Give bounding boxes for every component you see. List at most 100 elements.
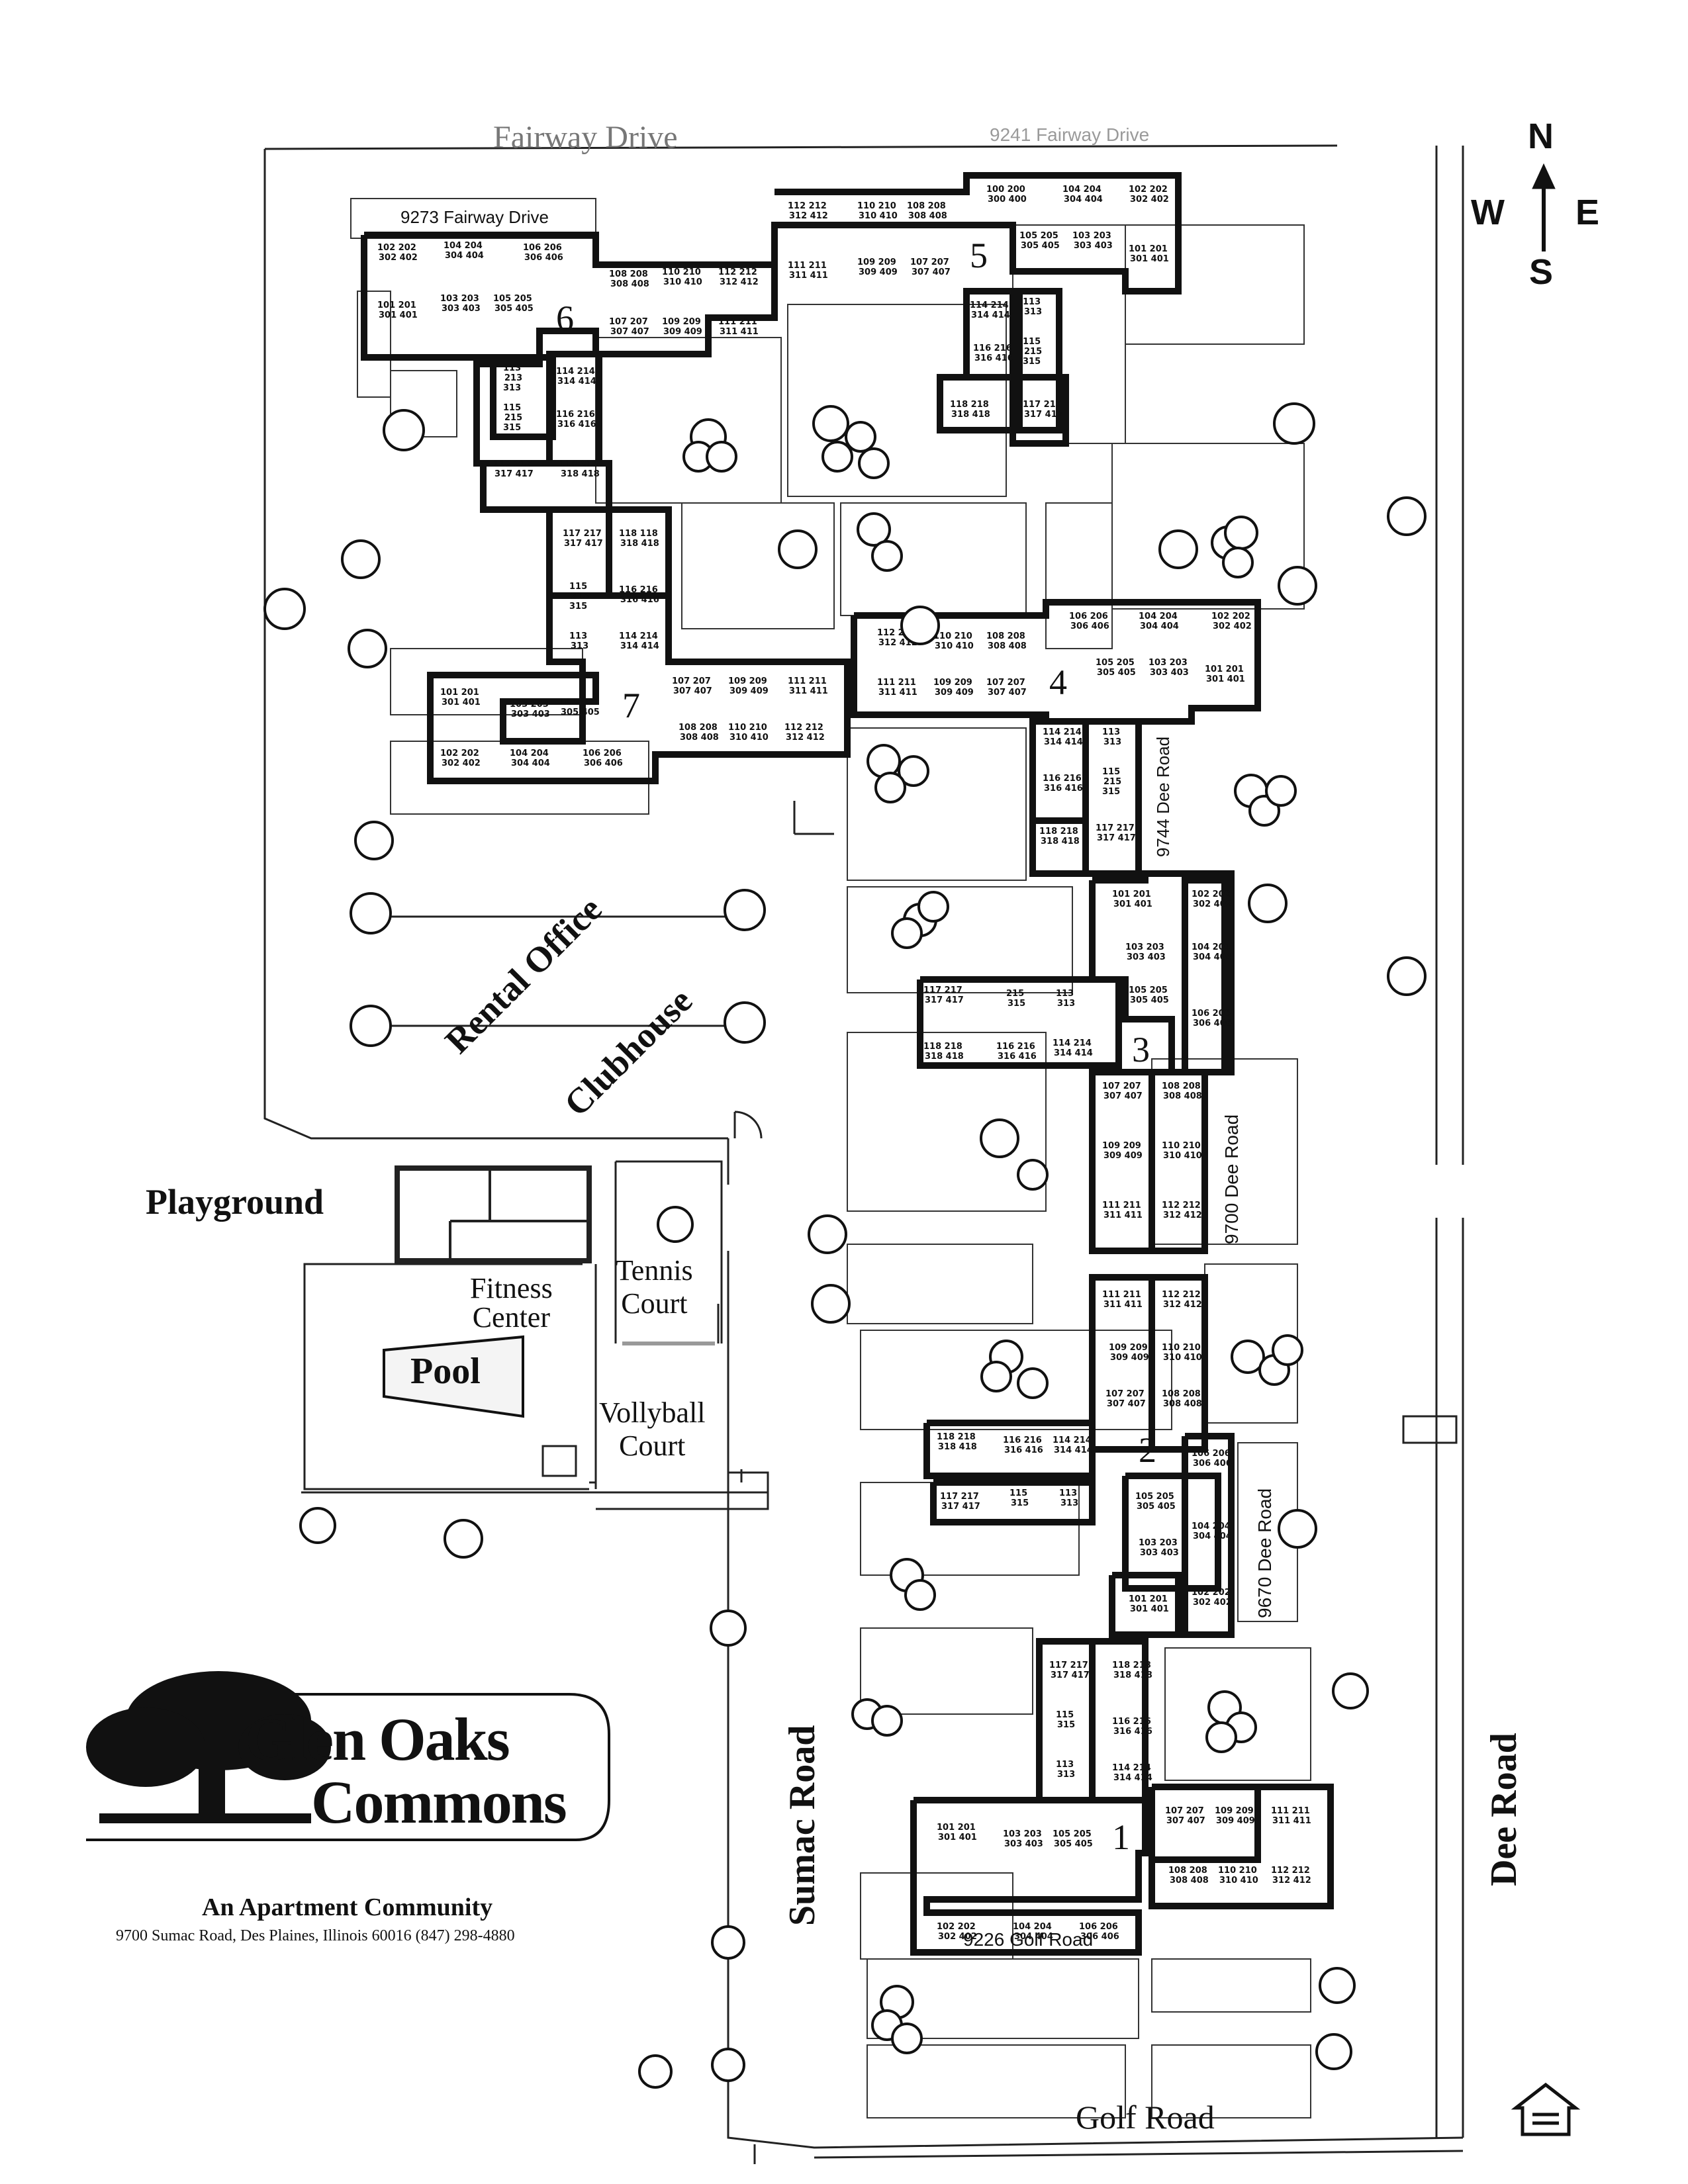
svg-text:102 202: 102 202 bbox=[1192, 889, 1231, 899]
svg-text:109 209: 109 209 bbox=[933, 678, 972, 688]
svg-text:311 411: 311 411 bbox=[1103, 1300, 1143, 1310]
building-number-7: 7 bbox=[622, 686, 640, 725]
svg-text:305 405: 305 405 bbox=[1130, 995, 1169, 1005]
svg-text:316 416: 316 416 bbox=[557, 420, 596, 430]
svg-text:309 409: 309 409 bbox=[1216, 1816, 1255, 1826]
svg-text:111 211: 111 211 bbox=[718, 317, 757, 327]
svg-text:101 201: 101 201 bbox=[1112, 889, 1151, 899]
svg-text:305 405: 305 405 bbox=[1137, 1502, 1176, 1512]
svg-text:306 406: 306 406 bbox=[524, 253, 563, 263]
svg-text:315: 315 bbox=[569, 602, 587, 612]
svg-text:107 207: 107 207 bbox=[986, 678, 1025, 688]
svg-text:304 404: 304 404 bbox=[1064, 195, 1103, 205]
svg-text:304 404: 304 404 bbox=[1140, 621, 1179, 631]
svg-text:305 405: 305 405 bbox=[494, 304, 534, 314]
svg-text:104 204: 104 204 bbox=[510, 749, 549, 758]
svg-text:316 416: 316 416 bbox=[620, 595, 659, 605]
svg-text:302 402: 302 402 bbox=[1193, 899, 1232, 909]
svg-text:308 408: 308 408 bbox=[610, 279, 649, 289]
svg-text:118 218: 118 218 bbox=[937, 1432, 976, 1442]
svg-text:116 216: 116 216 bbox=[1112, 1717, 1151, 1727]
svg-text:314 414: 314 414 bbox=[1044, 737, 1083, 747]
svg-text:310 410: 310 410 bbox=[1219, 1876, 1258, 1886]
svg-text:303 403: 303 403 bbox=[511, 709, 550, 719]
svg-text:302 402: 302 402 bbox=[1130, 195, 1169, 205]
building-number-6: 6 bbox=[556, 298, 574, 338]
svg-text:113: 113 bbox=[1023, 297, 1041, 307]
street-fairway-drive: Fairway Drive bbox=[493, 120, 678, 155]
svg-text:312 412: 312 412 bbox=[720, 277, 759, 287]
svg-text:315: 315 bbox=[1057, 1720, 1075, 1730]
svg-text:103 203: 103 203 bbox=[1003, 1829, 1042, 1839]
svg-text:304 404: 304 404 bbox=[445, 251, 484, 261]
compass-e: E bbox=[1575, 193, 1600, 232]
svg-text:109 209: 109 209 bbox=[1215, 1806, 1254, 1816]
svg-text:302 402: 302 402 bbox=[379, 253, 418, 263]
svg-text:106 206: 106 206 bbox=[1192, 1449, 1231, 1459]
svg-text:112 212: 112 212 bbox=[1271, 1866, 1310, 1876]
svg-text:315: 315 bbox=[1023, 357, 1041, 367]
svg-text:111 211: 111 211 bbox=[1271, 1806, 1310, 1816]
svg-text:108 208: 108 208 bbox=[679, 723, 718, 733]
svg-text:304 404: 304 404 bbox=[511, 758, 550, 768]
svg-text:102 202: 102 202 bbox=[440, 749, 479, 758]
svg-text:103 203: 103 203 bbox=[440, 294, 479, 304]
svg-text:108 208: 108 208 bbox=[609, 269, 648, 279]
street-sumac-road: Sumac Road bbox=[782, 1725, 823, 1926]
svg-text:312 412: 312 412 bbox=[1163, 1300, 1202, 1310]
svg-text:114 214: 114 214 bbox=[556, 367, 595, 377]
svg-text:300 400: 300 400 bbox=[988, 195, 1027, 205]
svg-text:310 410: 310 410 bbox=[1163, 1353, 1202, 1363]
pool-shape bbox=[383, 1335, 524, 1418]
svg-text:301 401: 301 401 bbox=[442, 698, 481, 707]
label-tennis-line1: Tennis bbox=[616, 1254, 693, 1287]
svg-text:105 205: 105 205 bbox=[559, 698, 598, 707]
site-boundary bbox=[263, 144, 1464, 2164]
building-number-5: 5 bbox=[970, 236, 988, 275]
svg-text:114 214: 114 214 bbox=[970, 300, 1009, 310]
svg-text:309 409: 309 409 bbox=[729, 686, 769, 696]
svg-text:103 203: 103 203 bbox=[1139, 1538, 1178, 1548]
svg-text:108 208: 108 208 bbox=[907, 201, 946, 211]
address-9226-golf: 9226 Golf Road bbox=[963, 1929, 1094, 1950]
logo-frame bbox=[86, 1693, 610, 1841]
svg-text:104 204: 104 204 bbox=[1192, 942, 1231, 952]
compass-s: S bbox=[1529, 252, 1554, 292]
svg-text:118 218: 118 218 bbox=[1039, 827, 1078, 837]
svg-text:318 418: 318 418 bbox=[561, 469, 600, 479]
svg-text:114 214: 114 214 bbox=[1053, 1038, 1092, 1048]
svg-text:314 414: 314 414 bbox=[1113, 1773, 1152, 1783]
svg-text:117 217: 117 217 bbox=[1023, 400, 1062, 410]
svg-text:306 406: 306 406 bbox=[584, 758, 623, 768]
svg-text:303 403: 303 403 bbox=[1150, 668, 1189, 678]
svg-text:311 411: 311 411 bbox=[789, 686, 828, 696]
svg-text:313: 313 bbox=[1057, 1770, 1075, 1780]
svg-text:316 416: 316 416 bbox=[1044, 784, 1083, 794]
logo-line2: Commons bbox=[311, 1768, 567, 1836]
building-number-2: 2 bbox=[1139, 1430, 1156, 1470]
svg-text:104 204: 104 204 bbox=[1192, 1522, 1231, 1531]
svg-text:303 403: 303 403 bbox=[442, 304, 481, 314]
svg-text:113: 113 bbox=[569, 631, 587, 641]
svg-text:117 217: 117 217 bbox=[563, 529, 602, 539]
svg-text:103 203: 103 203 bbox=[510, 700, 549, 709]
street-fairway-faded: 9241 Fairway Drive bbox=[990, 124, 1150, 145]
svg-text:310 410: 310 410 bbox=[935, 641, 974, 651]
svg-text:313: 313 bbox=[1024, 307, 1042, 317]
svg-text:110 210: 110 210 bbox=[1162, 1141, 1201, 1151]
svg-text:111 211: 111 211 bbox=[877, 678, 916, 688]
svg-text:304 404: 304 404 bbox=[1193, 1531, 1232, 1541]
svg-text:109 209: 109 209 bbox=[662, 317, 701, 327]
compass-n: N bbox=[1528, 116, 1554, 156]
svg-text:104 204: 104 204 bbox=[444, 241, 483, 251]
svg-text:101 201: 101 201 bbox=[1205, 664, 1244, 674]
svg-text:102 202: 102 202 bbox=[1211, 612, 1250, 621]
svg-text:104 204: 104 204 bbox=[1139, 612, 1178, 621]
svg-text:106 206: 106 206 bbox=[1192, 1009, 1231, 1019]
svg-text:118 218: 118 218 bbox=[950, 400, 989, 410]
svg-text:306 406: 306 406 bbox=[1193, 1459, 1232, 1469]
svg-text:318 418: 318 418 bbox=[925, 1052, 964, 1062]
svg-text:115: 115 bbox=[1009, 1488, 1027, 1498]
compass-arrow-icon bbox=[1532, 163, 1556, 251]
